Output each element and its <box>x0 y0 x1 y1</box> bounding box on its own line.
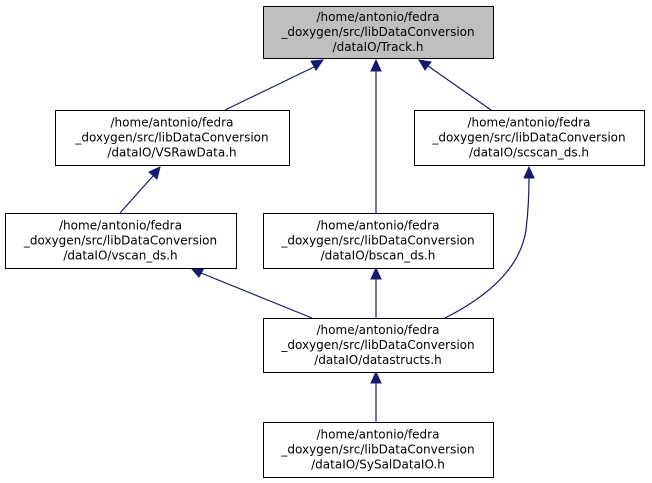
node-box <box>263 422 494 478</box>
node-box <box>414 110 645 166</box>
node-sysaldataio[interactable]: /home/antonio/fedra_doxygen/src/libDataC… <box>263 422 494 478</box>
arrowhead <box>189 267 205 278</box>
node-label-line: _doxygen/src/libDataConversion <box>23 234 217 248</box>
arrowhead <box>370 266 382 280</box>
edge-line <box>224 66 315 111</box>
node-box <box>55 110 290 166</box>
node-label-line: _doxygen/src/libDataConversion <box>280 234 474 248</box>
node-scscan[interactable]: /home/antonio/fedra_doxygen/src/libDataC… <box>414 110 645 166</box>
node-label-line: /dataIO/datastructs.h <box>314 353 442 367</box>
node-label-line: _doxygen/src/libDataConversion <box>280 25 474 39</box>
arrowhead <box>310 59 325 71</box>
node-label-line: /dataIO/scscan_ds.h <box>469 146 589 160</box>
edge-sysaldataio-to-datastructs <box>370 370 382 422</box>
node-label-line: _doxygen/src/libDataConversion <box>431 131 625 145</box>
node-label-line: /home/antonio/fedra <box>317 219 440 233</box>
edge-scscan-to-track <box>418 59 492 111</box>
edge-vsrawdata-to-track <box>224 59 325 111</box>
node-box <box>263 213 494 269</box>
node-datastructs[interactable]: /home/antonio/fedra_doxygen/src/libDataC… <box>263 318 494 373</box>
node-label-line: /dataIO/vscan_ds.h <box>63 249 177 263</box>
arrowhead <box>523 165 535 179</box>
node-vsrawdata[interactable]: /home/antonio/fedra_doxygen/src/libDataC… <box>55 110 290 166</box>
node-label-line: _doxygen/src/libDataConversion <box>280 338 474 352</box>
arrowhead <box>370 370 382 384</box>
edge-bscan-to-track <box>370 58 382 213</box>
node-bscan[interactable]: /home/antonio/fedra_doxygen/src/libDataC… <box>263 213 494 269</box>
edge-line <box>427 65 492 111</box>
edge-line <box>200 272 313 319</box>
node-label-line: /home/antonio/fedra <box>468 116 591 130</box>
node-vscan[interactable]: /home/antonio/fedra_doxygen/src/libDataC… <box>5 213 237 269</box>
nodes-layer: /home/antonio/fedra_doxygen/src/libDataC… <box>5 6 645 478</box>
node-box <box>263 318 494 373</box>
edges-layer <box>119 58 535 422</box>
node-label-line: /home/antonio/fedra <box>59 219 182 233</box>
node-label-line: /dataIO/SySalDataIO.h <box>311 458 445 472</box>
node-label-line: /home/antonio/fedra <box>317 10 440 24</box>
node-track[interactable]: /home/antonio/fedra_doxygen/src/libDataC… <box>263 6 494 59</box>
arrowhead <box>370 58 382 72</box>
edge-datastructs-to-scscan <box>444 165 535 319</box>
node-label-line: _doxygen/src/libDataConversion <box>74 131 268 145</box>
edge-datastructs-to-bscan <box>370 266 382 318</box>
node-label-line: /dataIO/bscan_ds.h <box>321 249 436 263</box>
edge-vscan-to-vsrawdata <box>119 166 161 214</box>
edge-line <box>444 177 530 319</box>
node-label-line: _doxygen/src/libDataConversion <box>280 443 474 457</box>
node-label-line: /dataIO/Track.h <box>333 40 424 54</box>
node-box <box>263 6 494 59</box>
node-label-line: /home/antonio/fedra <box>317 323 440 337</box>
node-box <box>5 213 237 269</box>
arrowhead <box>148 166 161 180</box>
edge-datastructs-to-vscan <box>189 267 313 319</box>
node-label-line: /dataIO/VSRawData.h <box>107 146 236 160</box>
node-label-line: /home/antonio/fedra <box>317 428 440 442</box>
node-label-line: /home/antonio/fedra <box>111 116 234 130</box>
edge-line <box>119 175 154 214</box>
arrowhead <box>418 59 432 71</box>
